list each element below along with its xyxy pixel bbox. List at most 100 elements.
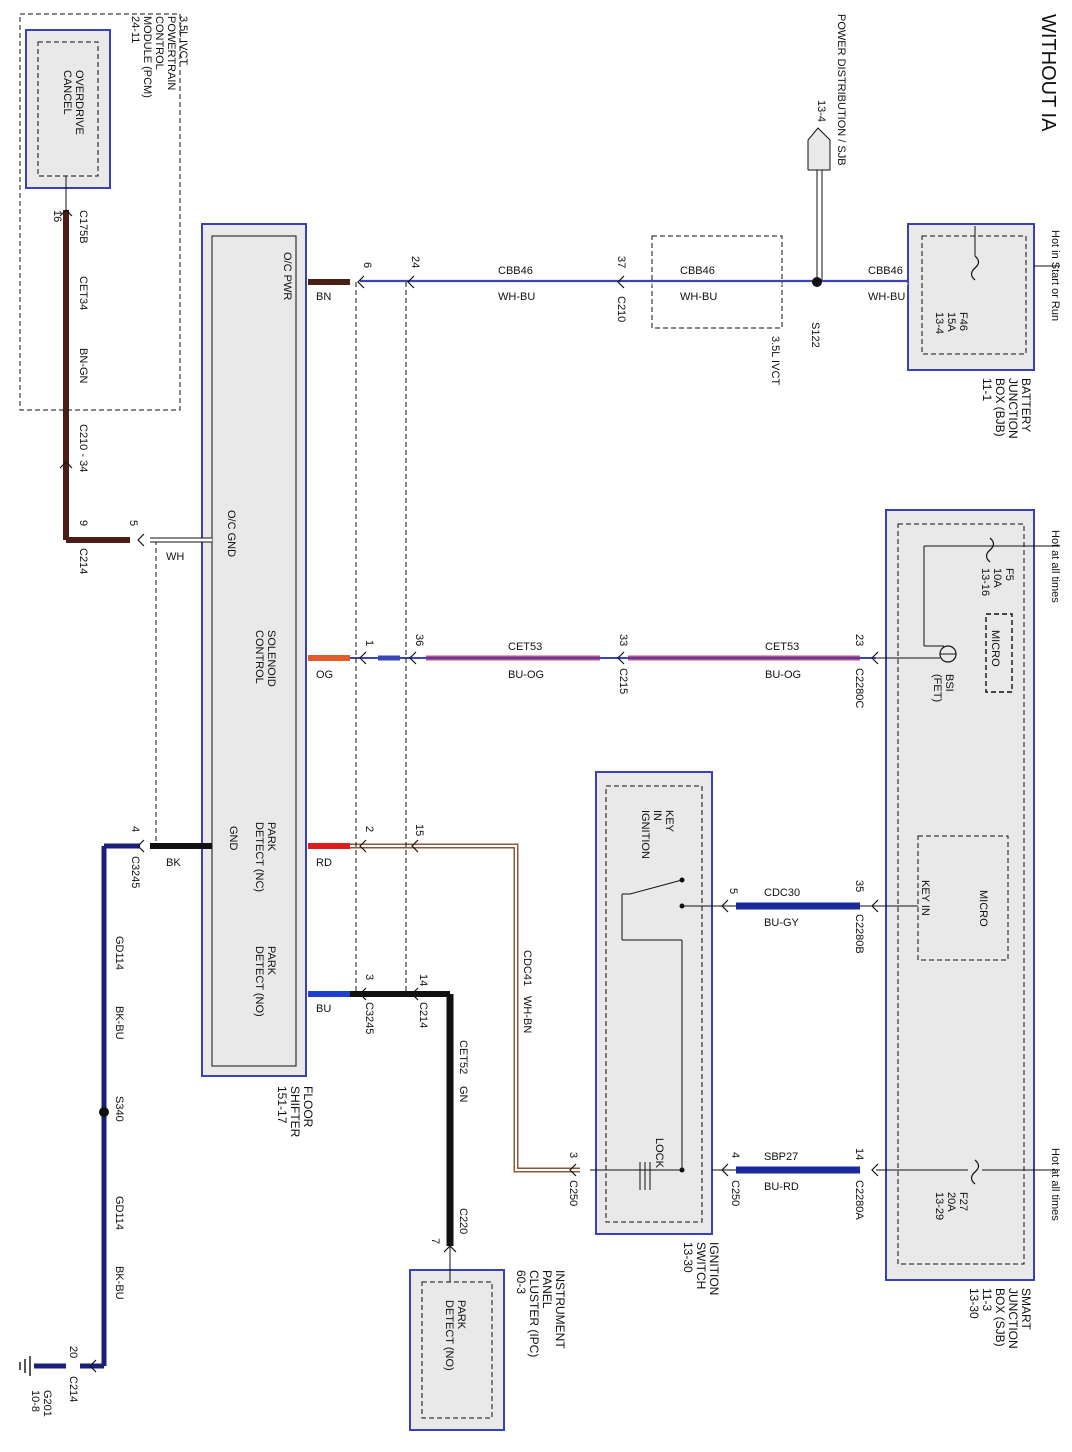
shifter-control: CONTROL [253, 630, 265, 684]
connector-c3245b: C3245 [363, 1002, 375, 1034]
connector-c250b: C250 [729, 1180, 741, 1206]
wire-label-cet53-a: CET53 [508, 641, 542, 653]
ipc-inner [421, 1281, 493, 1419]
chevron-5b [137, 533, 145, 547]
connector-c210b: C210 - 34 [77, 424, 89, 472]
pcm-name-1: 3.5L IVCT [177, 16, 189, 65]
f27-id: F27 [957, 1192, 969, 1211]
pin-15: 15 [413, 824, 425, 836]
chevron-c210 [59, 461, 73, 469]
ipc-inner-2: DETECT (NO) [443, 1300, 455, 1371]
sjb-name-1: SMART [1019, 1288, 1033, 1330]
wire-label-whbu-c: WH-BU [868, 291, 905, 303]
floor-shifter-box [201, 223, 307, 1077]
micro1-box [985, 613, 1013, 693]
chevron-4 [721, 1163, 729, 1177]
chevron-33 [617, 651, 625, 665]
wire-label-sbp27: SBP27 [764, 1151, 798, 1163]
connector-c2280a: C2280A [853, 1180, 865, 1220]
power-distribution-label: POWER DISTRIBUTION / SJB [835, 14, 847, 166]
connector-c210a: C210 [615, 296, 627, 322]
f5-ref: 13-16 [979, 568, 991, 596]
sjb-name-4: 11-3 [980, 1288, 994, 1311]
pin-5-ign: 5 [727, 888, 739, 894]
connector-c2280b: C2280B [853, 914, 865, 954]
wire-cdc41-stripe [350, 845, 580, 1171]
shifter-name-1: FLOOR [301, 1086, 315, 1128]
fuse-f5-icon [985, 537, 995, 563]
bsi-label: BSI [943, 674, 955, 692]
chevron-2 [359, 839, 367, 853]
wire-label-bkbu-b: BK-BU [113, 1266, 125, 1300]
sjb-box [885, 509, 1035, 1281]
chevron-23 [871, 651, 879, 665]
power-distribution-ref: 13-4 [815, 100, 827, 122]
f27-ref: 13-29 [933, 1192, 945, 1220]
ign-lock: LOCK [653, 1138, 665, 1169]
shifter-park-nc-1: PARK [265, 822, 277, 852]
shifter-gnd: GND [227, 826, 239, 851]
ipc-name-3: CLUSTER (IPC) [527, 1270, 541, 1357]
wire-label-cet34: CET34 [77, 276, 89, 310]
connector-c214a: C214 [417, 1002, 429, 1028]
ign-key: KEY [663, 810, 675, 833]
shifter-oc-pwr: O/C PWR [281, 252, 293, 300]
bjb-hot-label: Hot in Start or Run [1049, 230, 1061, 321]
ipc-box [409, 1269, 505, 1431]
wire-label-gd114-a: GD114 [113, 936, 125, 970]
chevron-16 [59, 209, 73, 217]
wire-label-cet52: CET52 [457, 1040, 469, 1074]
bjb-inner [921, 235, 1027, 355]
pin-7: 7 [429, 1238, 441, 1244]
chevron-20 [89, 1359, 97, 1373]
shifter-solenoid: SOLENOID [265, 630, 277, 687]
bjb-fuse-ref: 13-4 [933, 312, 945, 334]
wire-label-og: OG [316, 669, 333, 681]
pcm-inner [37, 41, 99, 177]
splice-s340 [99, 1107, 109, 1117]
ign-in: IN [651, 810, 663, 821]
splice-s122-label: S122 [809, 322, 821, 348]
ign-name-3: 13-30 [681, 1242, 695, 1273]
wire-label-burd: BU-RD [764, 1181, 799, 1193]
chevron-24 [407, 275, 415, 289]
bjb-fuse-id: F46 [957, 312, 969, 331]
f5-id: F5 [1003, 568, 1015, 581]
sjb-hot-bottom: Hot at all times [1049, 1148, 1061, 1221]
wire-label-cdc41: CDC41 [521, 950, 533, 986]
shifter-park-no-2: DETECT (NO) [253, 946, 265, 1017]
pcm-dashed-outline [19, 13, 181, 411]
wire-label-bugy: BU-GY [764, 917, 800, 929]
pcm-name-3: CONTROL [153, 16, 165, 70]
bjb-name-2: JUNCTION [1006, 378, 1020, 439]
wire-label-bngn: BN-GN [77, 348, 89, 384]
bsi-fet-label: (FET) [931, 674, 943, 702]
ipc-name-1: INSTRUMENT [553, 1270, 567, 1349]
ign-name-2: SWITCH [694, 1242, 708, 1289]
chevron-7 [443, 1245, 457, 1253]
pin-6: 6 [361, 262, 373, 268]
pcm-inner-1: OVERDRIVE [73, 70, 85, 135]
pin-5-c214: 5 [127, 520, 139, 526]
bjb-name-1: BATTERY [1019, 378, 1033, 432]
pin-33: 33 [617, 634, 629, 646]
ign-switch-arm [629, 879, 683, 895]
shifter-name-3: 151-17 [275, 1086, 289, 1124]
chevron-14b [871, 1163, 879, 1177]
pin-3-c3245: 3 [363, 974, 375, 980]
pcm-box [25, 29, 111, 189]
wire-label-bn: BN [316, 291, 331, 303]
pin-36: 36 [413, 634, 425, 646]
pin-4-c3245: 4 [129, 826, 141, 832]
wire-label-bu: BU [316, 1003, 331, 1015]
wire-label-cbb46-c: CBB46 [868, 265, 903, 277]
pcm-name-5: 24-11 [129, 16, 141, 43]
wire-label-buog-b: BU-OG [765, 669, 801, 681]
shifter-park-nc-2: DETECT (NC) [253, 822, 265, 892]
power-distribution-arrow [807, 127, 831, 171]
wire-label-wh: WH [166, 551, 184, 563]
pin-14-c214: 14 [417, 974, 429, 986]
f5-amp: 10A [991, 568, 1003, 588]
